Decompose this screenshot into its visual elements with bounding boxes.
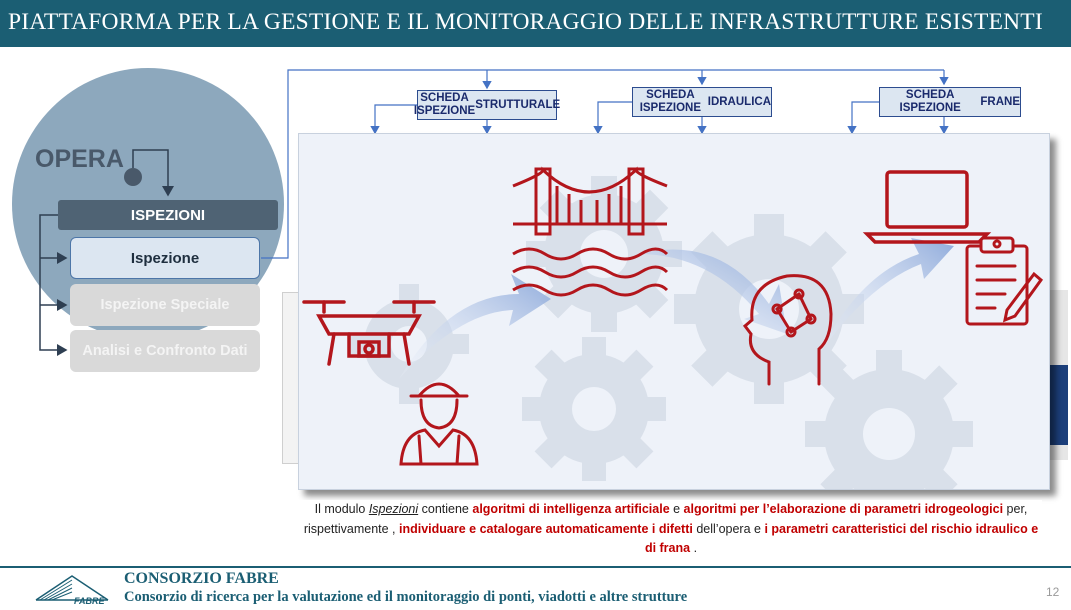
laptop-icon: [862, 170, 992, 244]
ai-head-icon: [742, 274, 833, 386]
background-screenshot-right: [1048, 290, 1068, 460]
opera-label: OPERA: [35, 145, 124, 173]
clipboard-icon: [965, 236, 1044, 326]
drone-icon: [302, 300, 436, 366]
page-title: PIATTAFORMA PER LA GESTIONE E IL MONITOR…: [8, 9, 1043, 35]
page-number: 12: [1046, 585, 1060, 599]
menu-item-ispezione-speciale[interactable]: Ispezione Speciale: [70, 284, 260, 326]
title-bar: PIATTAFORMA PER LA GESTIONE E IL MONITOR…: [0, 0, 1071, 47]
footer-org-subtitle: Consorzio di ricerca per la valutazione …: [124, 589, 688, 605]
logo-text: FABRE: [74, 596, 105, 606]
module-description: Il modulo Ispezioni contiene algoritmi d…: [300, 500, 1042, 562]
bridge-icon: [512, 166, 669, 297]
footer-org-name: CONSORZIO FABRE: [124, 570, 279, 587]
footer-divider: [0, 566, 1071, 568]
fabre-logo: [35, 575, 109, 601]
worker-icon: [399, 382, 479, 466]
menu-item-ispezione[interactable]: Ispezione: [70, 237, 260, 279]
ispezioni-header: ISPEZIONI: [58, 200, 278, 230]
menu-item-analisi-confronto[interactable]: Analisi e Confronto Dati: [70, 330, 260, 372]
illustration-panel: [298, 133, 1050, 490]
ispezioni-link[interactable]: Ispezioni: [368, 502, 419, 516]
